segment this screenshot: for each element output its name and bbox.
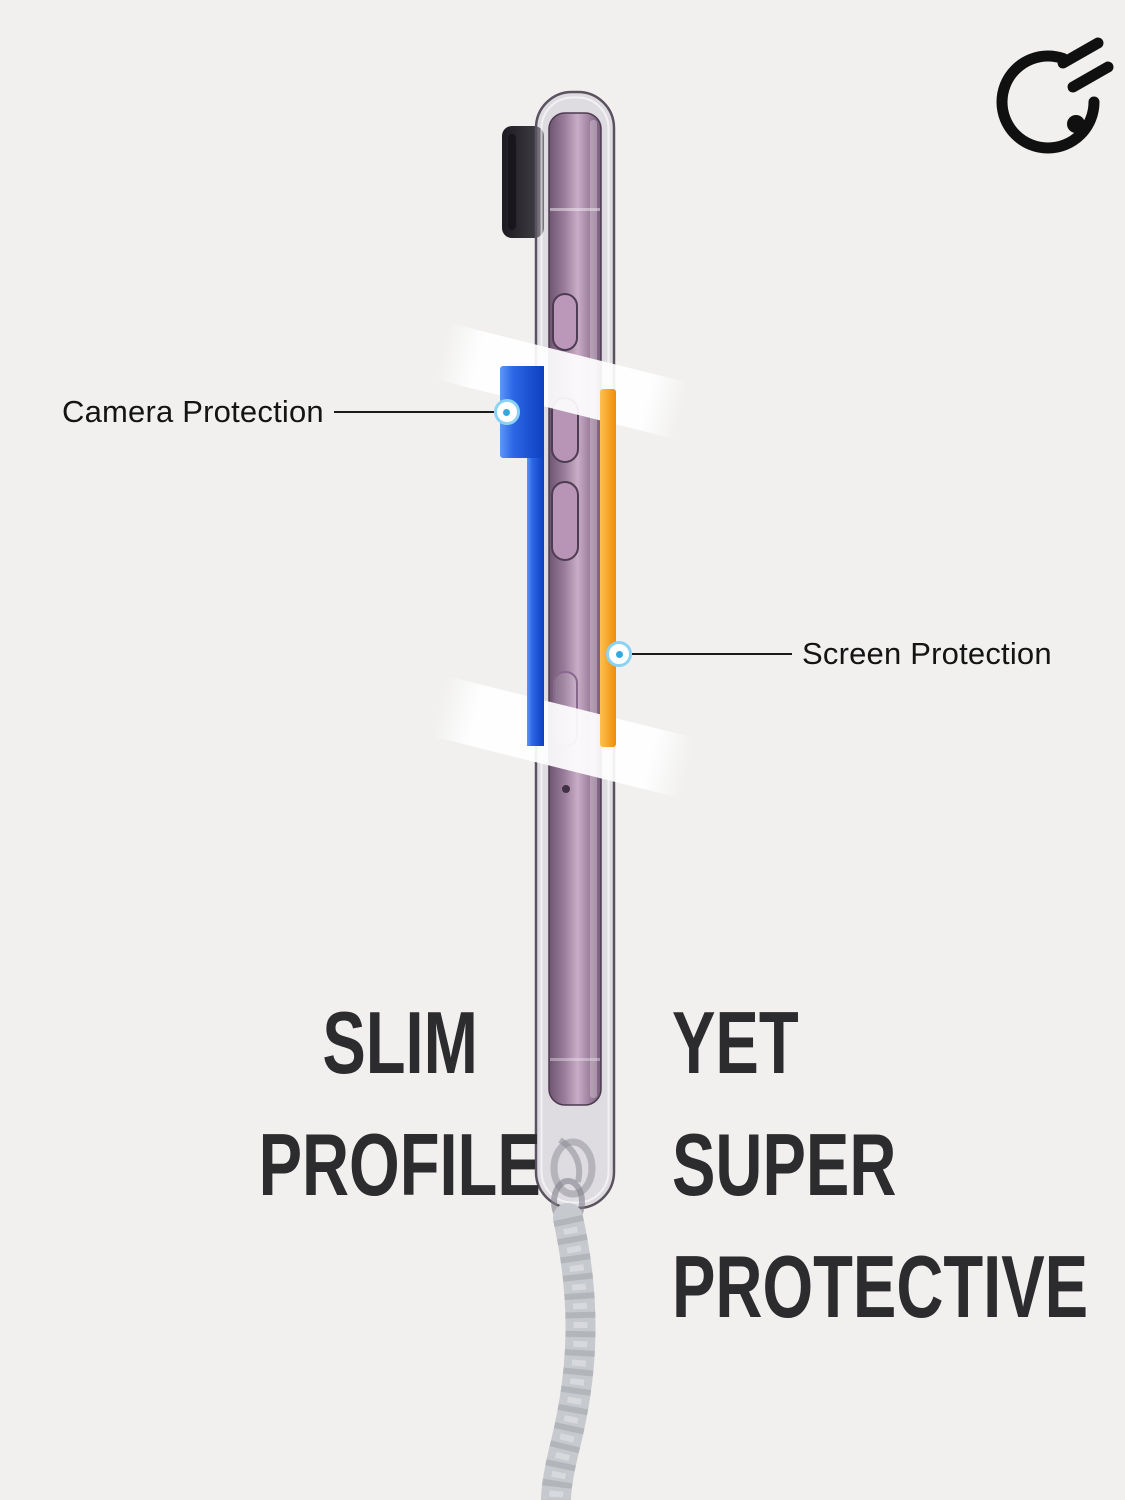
screen-protection-highlight-icon (600, 389, 616, 747)
volume-down-button (551, 481, 579, 561)
headline-left-line1: SLIM (322, 993, 478, 1092)
headline-left-line2: PROFILE (258, 1115, 542, 1214)
headline-slim-profile: SLIM PROFILE (165, 982, 635, 1226)
headline-right-line2: SUPER (672, 1115, 897, 1214)
lanyard-strap (541, 1137, 596, 1500)
brand-logo-icon (996, 37, 1114, 154)
phone-body (548, 112, 602, 1106)
camera-protection-highlight-icon (500, 366, 544, 746)
screen-callout-line (632, 653, 792, 655)
headline-right-line3: PROTECTIVE (672, 1237, 1089, 1336)
side-buttons (551, 293, 579, 561)
camera-bump (502, 126, 544, 238)
camera-callout-line (333, 411, 494, 413)
camera-protection-label: Camera Protection (62, 394, 324, 429)
screen-callout-dot-icon (606, 641, 632, 667)
camera-callout-dot-icon (493, 399, 520, 425)
callout-screen-protection: Screen Protection (606, 636, 1052, 672)
headline-yet-super-protective: YET SUPER PROTECTIVE (672, 982, 1112, 1348)
gloss-streaks (432, 324, 694, 797)
mute-switch (552, 293, 578, 351)
callout-camera-protection: Camera Protection (62, 394, 520, 430)
headline-right-line1: YET (672, 993, 799, 1092)
mic-hole (562, 785, 570, 793)
screen-protection-label: Screen Protection (802, 636, 1052, 671)
